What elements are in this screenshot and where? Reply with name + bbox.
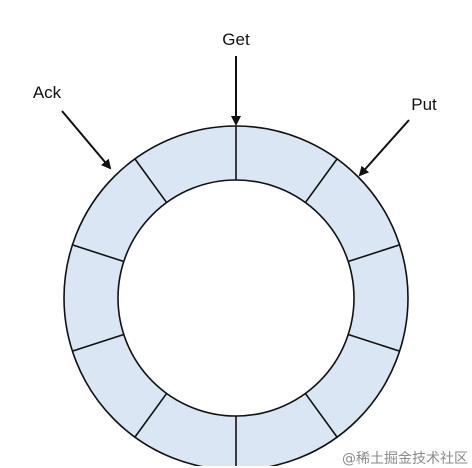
ring-segment-divider [134,158,168,204]
ring-inner-edge [117,179,355,417]
ring-segment-divider [347,333,400,352]
ack-pointer-arrow [61,110,112,170]
ack-label: Ack [33,83,62,102]
put-pointer-arrow [358,119,410,177]
ring-segment-dividers [72,126,400,466]
ring-segment-divider [134,392,168,438]
ring-segment-divider [347,244,400,263]
ring-buffer [64,126,408,466]
ring-segment-divider [304,392,338,438]
ring-segment-divider [72,333,125,352]
ring-segment-divider [72,244,125,263]
watermark: @稀土掘金技术社区 [342,451,468,467]
ring-segment-divider [304,158,338,204]
get-label: Get [222,30,250,49]
put-label: Put [411,95,437,114]
